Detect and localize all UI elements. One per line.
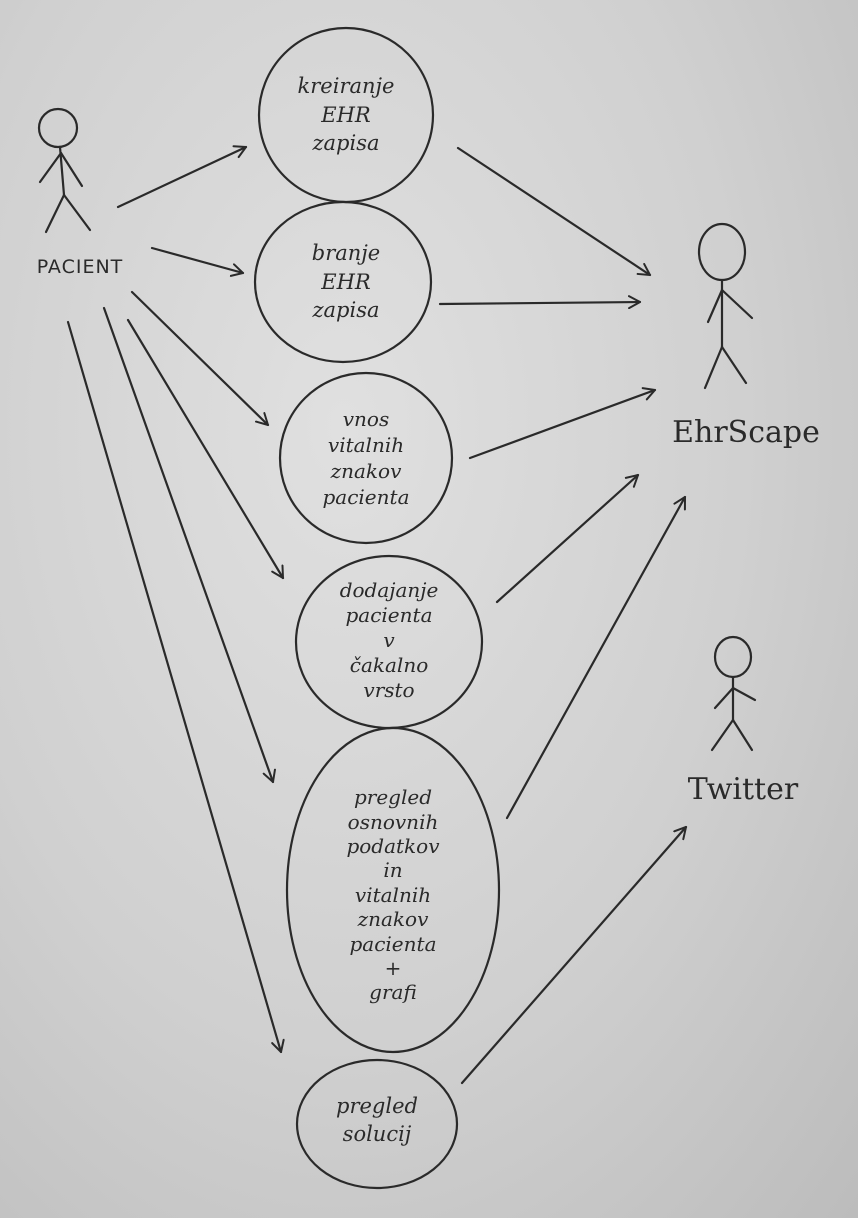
use-case-uc4-text: dodajanje pacienta v čakalno vrsto	[314, 560, 464, 720]
association-pacient-uc3	[130, 290, 270, 427]
use-case-uc4-line: dodajanje	[339, 577, 439, 602]
association-pacient-uc4	[126, 318, 285, 580]
use-case-uc2-text: branje EHR zapisa	[276, 222, 416, 342]
association-pacient-uc5	[102, 306, 276, 784]
use-case-uc3-text: vnos vitalnih znakov pacienta	[296, 390, 436, 525]
use-case-uc4-line: vrsto	[363, 677, 415, 702]
use-case-uc5-text: pregled osnovnih podatkov in vitalnih zn…	[313, 750, 473, 1040]
use-case-uc2-line: zapisa	[312, 298, 380, 323]
use-case-ellipse-uc5	[285, 726, 501, 1054]
use-case-ellipse-uc6	[295, 1058, 459, 1190]
use-case-uc5-line: in	[383, 858, 403, 883]
association-pacient-uc6	[66, 320, 285, 1054]
use-case-uc2-line: EHR	[321, 269, 371, 294]
use-case-uc5-line: podatkov	[346, 834, 440, 859]
use-case-uc6-line: solucij	[342, 1122, 412, 1146]
use-case-ellipse-uc3	[278, 371, 454, 545]
actor-twitter-label: Twitter	[687, 772, 799, 807]
use-case-uc1-line: EHR	[321, 102, 371, 127]
use-case-uc3-line: pacienta	[322, 484, 410, 509]
use-case-uc4-line: čakalno	[349, 652, 429, 677]
use-case-uc5-line: grafi	[369, 980, 417, 1005]
use-case-uc5-line: +	[384, 955, 402, 980]
use-case-uc5-line: znakov	[357, 907, 429, 932]
use-case-uc4-line: pacienta	[345, 602, 433, 627]
use-case-uc3-line: znakov	[330, 458, 402, 483]
association-uc5-ehrscape	[505, 495, 687, 820]
use-case-uc4-line: v	[383, 627, 395, 652]
use-case-uc3-line: vnos	[342, 406, 390, 431]
use-case-uc1-line: zapisa	[312, 131, 380, 156]
use-case-uc6-line: pregled	[336, 1093, 418, 1118]
use-case-uc5-line: pacienta	[349, 931, 437, 956]
association-uc6-twitter	[460, 825, 688, 1085]
use-case-uc2-line: branje	[311, 241, 381, 266]
use-case-uc1-line: kreiranje	[297, 74, 395, 99]
actor-twitter-figure	[710, 635, 757, 752]
association-pacient-uc1	[116, 145, 248, 209]
use-case-uc3-line: vitalnih	[327, 432, 405, 457]
use-case-uc5-line: pregled	[353, 785, 433, 810]
association-uc2-ehrscape	[438, 295, 642, 310]
use-case-ellipse-uc2	[253, 200, 433, 364]
association-uc4-ehrscape	[495, 473, 640, 604]
actor-ehrscape-label: EhrScape	[672, 415, 820, 450]
association-uc3-ehrscape	[468, 387, 657, 460]
use-case-uc5-line: vitalnih	[354, 882, 432, 907]
use-case-uc5-line: osnovnih	[347, 809, 439, 834]
actor-pacient-figure	[37, 107, 92, 234]
actor-pacient-label: PACIENT	[36, 256, 124, 278]
use-case-uc1-text: kreiranje EHR zapisa	[276, 50, 416, 180]
association-pacient-uc2	[150, 246, 245, 277]
actor-ehrscape-figure	[697, 222, 754, 390]
use-case-uc6-text: pregled solucij	[307, 1080, 447, 1160]
association-uc1-ehrscape	[456, 146, 652, 277]
